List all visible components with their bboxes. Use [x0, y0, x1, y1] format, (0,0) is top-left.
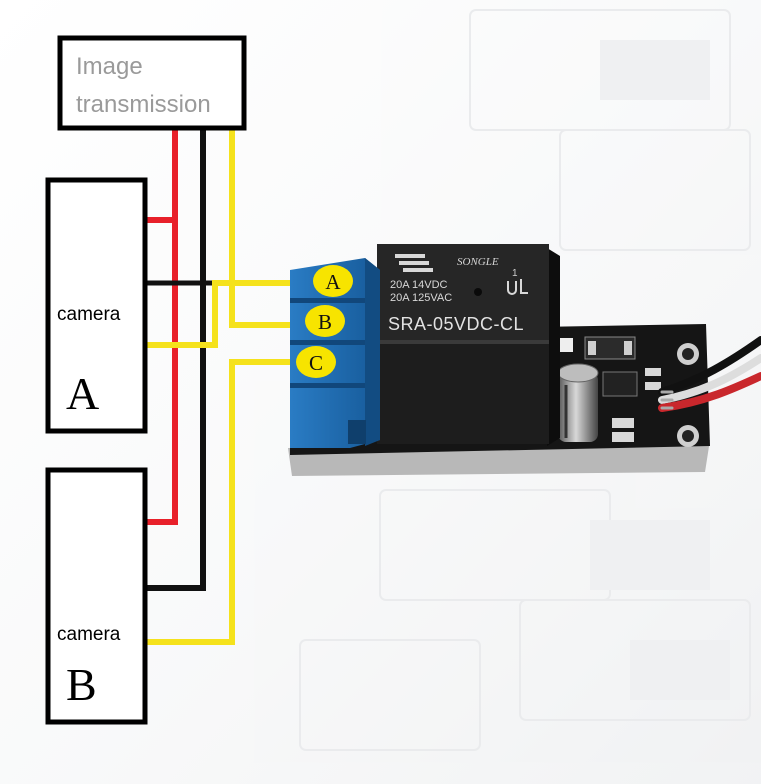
terminal-block [290, 258, 380, 448]
red-wire [145, 128, 178, 525]
camera-b-box: camera B [45, 467, 148, 725]
wires [145, 128, 305, 645]
songle-logo-icon [395, 254, 433, 272]
camera-a-letter: A [66, 368, 99, 419]
relay-label: SONGLE 1 20A 14VDC 20A 125VAC SRA-05VDC-… [388, 254, 528, 334]
terminal-b-text: B [318, 310, 332, 334]
image-transmission-line1: Image [76, 53, 143, 80]
terminal-label-c: C [296, 346, 336, 378]
yellow-wire-camera-a [145, 280, 305, 348]
yellow-wire-transmission [229, 128, 305, 328]
ul-mark-icon [507, 279, 528, 295]
image-transmission-box: Image transmission [57, 35, 247, 131]
camera-b-letter: B [66, 659, 97, 710]
relay-digit: 1 [512, 268, 518, 279]
terminal-c-text: C [309, 351, 323, 375]
camera-a-label: camera [57, 304, 121, 325]
relay-rating-1: 20A 14VDC [390, 279, 448, 291]
camera-a-box: camera A [45, 177, 148, 434]
relay-brand: SONGLE [457, 256, 499, 268]
terminal-label-b: B [305, 305, 345, 337]
yellow-wire-camera-b [145, 359, 305, 645]
relay-body [377, 244, 560, 446]
relay-module: SONGLE 1 20A 14VDC 20A 125VAC SRA-05VDC-… [288, 244, 761, 476]
output-wires [658, 336, 761, 412]
relay-rating-2: 20A 125VAC [390, 292, 452, 304]
terminal-a-text: A [325, 270, 341, 294]
terminal-label-a: A [313, 265, 353, 297]
camera-b-label: camera [57, 624, 121, 645]
relay-dot [474, 288, 482, 296]
relay-model: SRA-05VDC-CL [388, 314, 524, 334]
capacitor-icon [557, 363, 599, 442]
image-transmission-line2: transmission [76, 91, 211, 118]
